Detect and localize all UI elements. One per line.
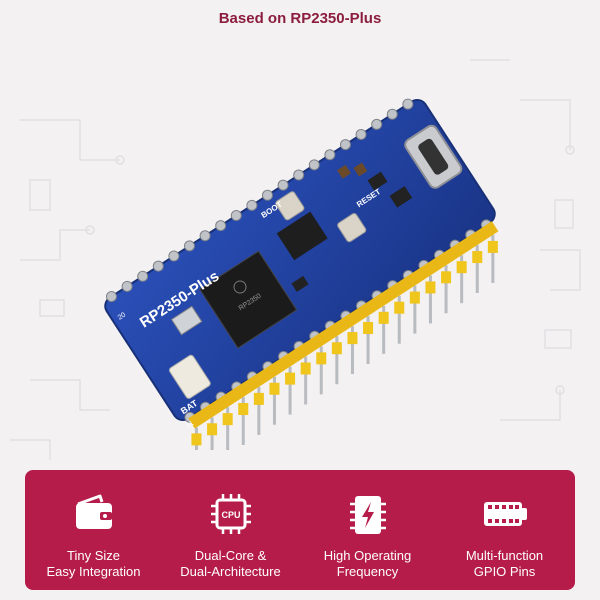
feature-high-frequency-line1: High Operating [323,548,412,563]
header-pin [257,386,261,435]
header-pin-plastic [285,372,296,385]
header-pin [397,295,401,344]
castellated-hole [121,280,133,292]
castellated-hole [261,189,273,201]
feature-dual-core: CPU Dual-Core & Dual-Architecture [162,470,299,590]
header-pin-plastic [300,362,311,375]
header-pin-plastic [441,271,452,284]
feature-dual-core-line1: Dual-Core & [194,548,267,563]
feature-gpio-pins-line2: GPIO Pins [473,564,536,579]
gpio-pins-icon [481,490,529,538]
feature-gpio-pins-line1: Multi-function [465,548,544,563]
wallet-icon [70,490,118,538]
castellated-hole [106,291,118,303]
header-pin-plastic [378,311,389,324]
header-pin-plastic [409,291,420,304]
feature-bar: Tiny Size Easy Integration CPU Dual-Core… [25,470,575,590]
header-pin [241,397,245,446]
header-pin-plastic [238,403,249,416]
feature-high-frequency-line2: Frequency [336,564,399,579]
header-pin-plastic [207,423,218,436]
header-pin-plastic [222,413,233,426]
castellated-hole [183,240,195,252]
header-pin [491,234,495,283]
header-pin [288,366,292,415]
castellated-hole [137,270,149,282]
header-pin [460,255,464,304]
boot-button [275,191,305,221]
castellated-hole [308,159,320,171]
header-pin-plastic [253,392,264,405]
castellated-hole [371,118,383,130]
header-pin [304,356,308,405]
castellated-hole [277,179,289,191]
castellated-hole [152,260,164,272]
castellated-hole [168,250,180,262]
header-pin-plastic [331,342,342,355]
cpu-icon-text: CPU [221,510,240,520]
header-pin [413,285,417,334]
header-pin [428,275,432,324]
pin-20-silkscreen: 20 [117,311,127,321]
castellated-hole [339,139,351,151]
headline: Based on RP2350-Plus [218,10,382,27]
flash-chip [276,211,328,261]
header-pin [444,265,448,314]
feature-tiny-size: Tiny Size Easy Integration [25,470,162,590]
header-pin [366,315,370,364]
header-pin-plastic [394,301,405,314]
castellated-hole [199,230,211,242]
header-pin [350,326,354,375]
rp2350-plus-board: RP2350 RP2350-Plus BOOT RESET [104,98,499,476]
castellated-hole [324,149,336,161]
castellated-hole [230,210,242,222]
feature-dual-core-line2: Dual-Architecture [180,564,281,579]
rp2350-chip [199,250,298,349]
battery-connector [168,354,211,399]
feature-tiny-size-line1: Tiny Size [67,548,120,563]
reset-button [337,213,367,243]
lightning-chip-icon [344,490,392,538]
cpu-icon: CPU [207,490,255,538]
header-pin-plastic [487,240,498,253]
feature-tiny-size-line2: Easy Integration [46,564,141,579]
header-pin-plastic [425,281,436,294]
header-pin [226,407,230,456]
board-illustration: RP2350 RP2350-Plus BOOT RESET [70,50,530,476]
castellated-hole [386,108,398,120]
feature-gpio-pins: Multi-function GPIO Pins [436,470,573,590]
header-pin-plastic [269,382,280,395]
header-pin-plastic [363,321,374,334]
header-pin [272,376,276,425]
castellated-hole [402,98,414,110]
header-strip-bottom [188,221,499,429]
header-pin-plastic [472,251,483,264]
header-pin [319,346,323,395]
header-pin-plastic [456,261,467,274]
crystal [171,305,203,336]
header-pins-bottom [191,234,498,476]
header-pin-plastic [191,433,202,446]
header-pin [382,305,386,354]
castellated-hole [355,128,367,140]
castellated-hole [215,220,227,232]
castellated-hole [293,169,305,181]
header-pin [475,245,479,294]
header-pin [335,336,339,385]
header-pin-plastic [347,332,358,345]
pin-21-silkscreen: 21 [185,420,195,430]
castellated-hole [246,199,258,211]
feature-high-frequency: High Operating Frequency [299,470,436,590]
header-pin-plastic [316,352,327,365]
header-pin [210,417,214,466]
